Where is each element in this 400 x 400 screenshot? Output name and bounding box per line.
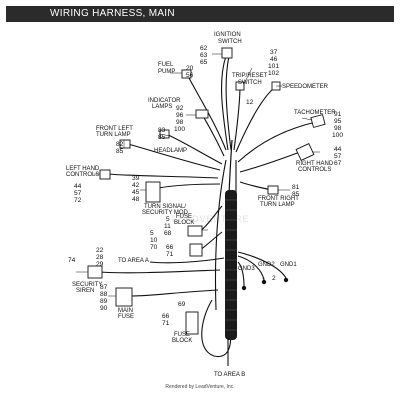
indicator-num-98: 98 xyxy=(176,119,184,126)
fb-num-5: 5 xyxy=(166,216,170,223)
tsm-num-39: 39 xyxy=(132,175,140,182)
fuse-block-top-label-2: BLOCK xyxy=(174,220,194,226)
rhc-num-44: 44 xyxy=(334,146,342,153)
front-right-turn-label-2: TURN LAMP xyxy=(260,202,295,208)
relay-num-5: 5 xyxy=(150,230,154,237)
indicator-num-96: 96 xyxy=(176,112,184,119)
footer-credit: Rendered by LeadVenture, Inc. xyxy=(165,384,235,390)
lhc-num-57: 57 xyxy=(74,190,82,197)
indicator-lamps-label-2: LAMPS xyxy=(152,104,172,110)
tsm-num-45: 45 xyxy=(132,189,140,196)
front-left-num-85: 85 xyxy=(116,148,124,155)
fuel-num-56: 56 xyxy=(186,72,194,79)
indicator-lamps-label: INDICATOR xyxy=(148,98,181,104)
watermark: LEADVENTURE xyxy=(172,214,250,224)
trip-num-37: 37 xyxy=(270,49,278,56)
fuse-block-top-label: FUSE xyxy=(176,214,192,220)
main-fuse-label-2: FUSE xyxy=(118,314,134,320)
left-hand-controls-label-2: CONTROLS xyxy=(66,172,99,178)
callout-labels: IGNITION SWITCH 62 63 65 FUEL PUMP 20 56… xyxy=(66,32,343,378)
rhc-num-67: 67 xyxy=(334,160,342,167)
tsm-num-42: 42 xyxy=(132,182,140,189)
security-siren-label: SECURITY xyxy=(72,282,102,288)
siren-num-28: 28 xyxy=(96,254,104,261)
tach-num-100: 100 xyxy=(332,132,343,139)
mainfuse-num-87: 87 xyxy=(100,284,108,291)
fb-num-68: 68 xyxy=(164,230,172,237)
trip-reset-label: TRIP/RESET xyxy=(232,73,268,79)
ground-num-2: 2 xyxy=(272,275,276,282)
indicator-num-92: 92 xyxy=(176,105,184,112)
frt-num-85: 85 xyxy=(292,191,300,198)
headlamp-num-83: 83 xyxy=(158,127,166,134)
fuel-pump-label: FUEL xyxy=(158,62,174,68)
headlamp-label: HEADLAMP xyxy=(154,148,187,154)
trip-reset-label-2: SWITCH xyxy=(238,80,262,86)
page-title: WIRING HARNESS, MAIN xyxy=(6,6,394,22)
tach-num-98: 98 xyxy=(334,125,342,132)
ignition-num-62: 62 xyxy=(200,45,208,52)
relay-num-66: 66 xyxy=(166,244,174,251)
tach-num-91: 91 xyxy=(334,111,342,118)
front-left-turn-label-2: TURN LAMP xyxy=(96,132,131,138)
harness-sheathing xyxy=(225,190,237,340)
indicator-num-100: 100 xyxy=(174,126,185,133)
gnd1-label: GND1 xyxy=(280,262,297,268)
relay-num-10: 10 xyxy=(150,237,158,244)
ignition-switch-label-2: SWITCH xyxy=(218,39,242,45)
ground-num-1: 1 xyxy=(262,277,266,284)
main-fuse-label: MAIN xyxy=(118,308,133,314)
siren-num-29: 29 xyxy=(96,261,104,268)
fbb-num-69: 69 xyxy=(178,301,186,308)
left-hand-controls-label: LEFT HAND xyxy=(66,166,100,172)
leader-lines xyxy=(76,53,320,297)
fuel-pump-label-2: PUMP xyxy=(158,69,175,75)
gnd2-label: GND2 xyxy=(258,262,275,268)
gnd3-label: GND3 xyxy=(238,266,255,272)
turn-signal-module-label: TURN SIGNAL/ xyxy=(144,204,186,210)
front-right-turn-label: FRONT RIGHT xyxy=(258,196,299,202)
trip-num-46: 46 xyxy=(270,56,278,63)
ignition-num-65: 65 xyxy=(200,59,208,66)
trip-num-102: 102 xyxy=(268,70,279,77)
siren-num-74: 74 xyxy=(68,257,76,264)
rhc-num-57: 57 xyxy=(334,153,342,160)
headlamp-num-85: 85 xyxy=(158,134,166,141)
siren-num-22: 22 xyxy=(96,247,104,254)
trip-num-101: 101 xyxy=(268,63,279,70)
tsm-num-48: 48 xyxy=(132,196,140,203)
fbb-num-66: 66 xyxy=(162,313,170,320)
right-hand-controls-label: RIGHT HAND xyxy=(296,161,334,167)
lhc-num-72: 72 xyxy=(74,197,82,204)
to-area-b-label: TO AREA B xyxy=(214,372,245,378)
right-hand-controls-label-2: CONTROLS xyxy=(298,167,331,173)
fb-num-11: 11 xyxy=(164,223,171,230)
fuel-num-20: 20 xyxy=(186,65,194,72)
relay-num-70: 70 xyxy=(150,244,158,251)
front-left-turn-label: FRONT LEFT xyxy=(96,126,133,132)
frt-num-81: 81 xyxy=(292,184,300,191)
speedometer-num-12: 12 xyxy=(246,99,254,106)
to-area-a-label: TO AREA A xyxy=(118,258,149,264)
ground-studs xyxy=(241,277,289,291)
turn-signal-module-label-2: SECURITY MOD. xyxy=(142,210,190,216)
lhc-num-44: 44 xyxy=(74,183,82,190)
speedometer-label: SPEEDOMETER xyxy=(282,84,329,90)
tachometer-label: TACHOMETER xyxy=(294,110,336,116)
mainfuse-num-88: 88 xyxy=(100,291,108,298)
relay-num-71: 71 xyxy=(166,251,174,258)
tach-num-95: 95 xyxy=(334,118,342,125)
ignition-switch-label: IGNITION xyxy=(214,32,241,38)
front-left-num-82: 82 xyxy=(116,141,124,148)
fbb-num-71: 71 xyxy=(162,320,170,327)
mainfuse-num-90: 90 xyxy=(100,305,108,312)
fuse-block-bottom-label-2: BLOCK xyxy=(172,338,192,344)
mainfuse-num-89: 89 xyxy=(100,298,108,305)
ignition-num-63: 63 xyxy=(200,52,208,59)
security-siren-label-2: SIREN xyxy=(76,288,94,294)
fuse-block-bottom-label: FUSE xyxy=(174,332,190,338)
